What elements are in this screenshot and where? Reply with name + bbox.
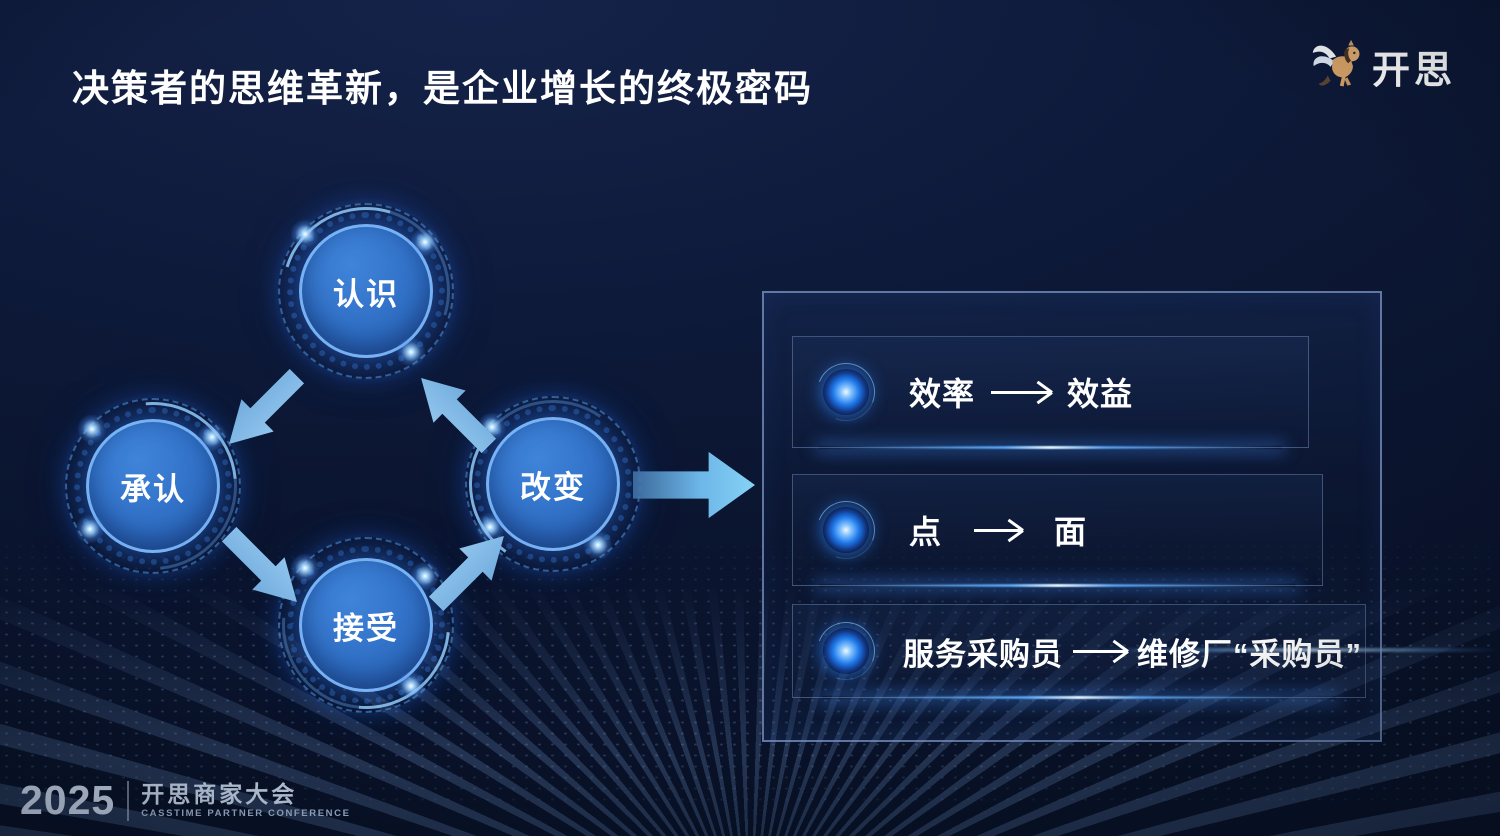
footer-divider [127, 780, 130, 821]
row-text: 效率 效益 [909, 369, 1133, 415]
cycle-node-renshi: 认识 [252, 177, 480, 405]
row-text: 点 面 [909, 507, 1087, 553]
footer-event-name-en: CASSTIME PARTNER CONFERENCE [141, 807, 351, 819]
result-panel: 效率 效益 点 面 服务采购员 维修厂“采购员” [762, 291, 1382, 742]
arrow-right-icon [991, 390, 1052, 394]
row-term-from: 效率 [909, 376, 976, 412]
output-arrow [633, 451, 755, 519]
pegasus-logo-icon [1312, 39, 1360, 87]
row-term-to: 效益 [1067, 376, 1134, 412]
conference-footer: 2025 开思商家大会 CASSTIME PARTNER CONFERENCE [20, 777, 351, 824]
arrow-right-icon [974, 528, 1023, 532]
slide-title: 决策者的思维革新，是企业增长的终极密码 [72, 68, 813, 109]
glow-orb-bullet-icon [823, 369, 869, 415]
arrow-right-icon [1073, 649, 1127, 653]
cycle-node-jieshou: 接受 [247, 506, 485, 744]
brand-logo: 开思 [1310, 38, 1456, 94]
footer-event-block: 开思商家大会 CASSTIME PARTNER CONFERENCE [141, 782, 350, 818]
node-label: 认识 [333, 276, 399, 312]
node-label: 接受 [333, 610, 399, 646]
row-term-to: 维修厂“采购员” [1137, 636, 1362, 672]
node-label: 承认 [120, 471, 186, 507]
cycle-node-chengren: 承认 [34, 367, 272, 605]
glow-orb-bullet-icon [823, 507, 869, 553]
panel-row-efficiency: 效率 效益 [792, 336, 1309, 448]
glow-orb-bullet-icon [823, 628, 869, 674]
row-term-from: 服务采购员 [903, 636, 1063, 672]
row-term-to: 面 [1054, 514, 1088, 550]
footer-event-name: 开思商家大会 [141, 781, 298, 808]
row-term-from: 点 [909, 514, 943, 550]
panel-row-point-to-plane: 点 面 [792, 474, 1323, 586]
row-text: 服务采购员 维修厂“采购员” [903, 629, 1362, 674]
brand-name: 开思 [1371, 49, 1456, 92]
panel-row-purchaser: 服务采购员 维修厂“采购员” [792, 604, 1366, 698]
footer-year: 2025 [20, 777, 116, 823]
